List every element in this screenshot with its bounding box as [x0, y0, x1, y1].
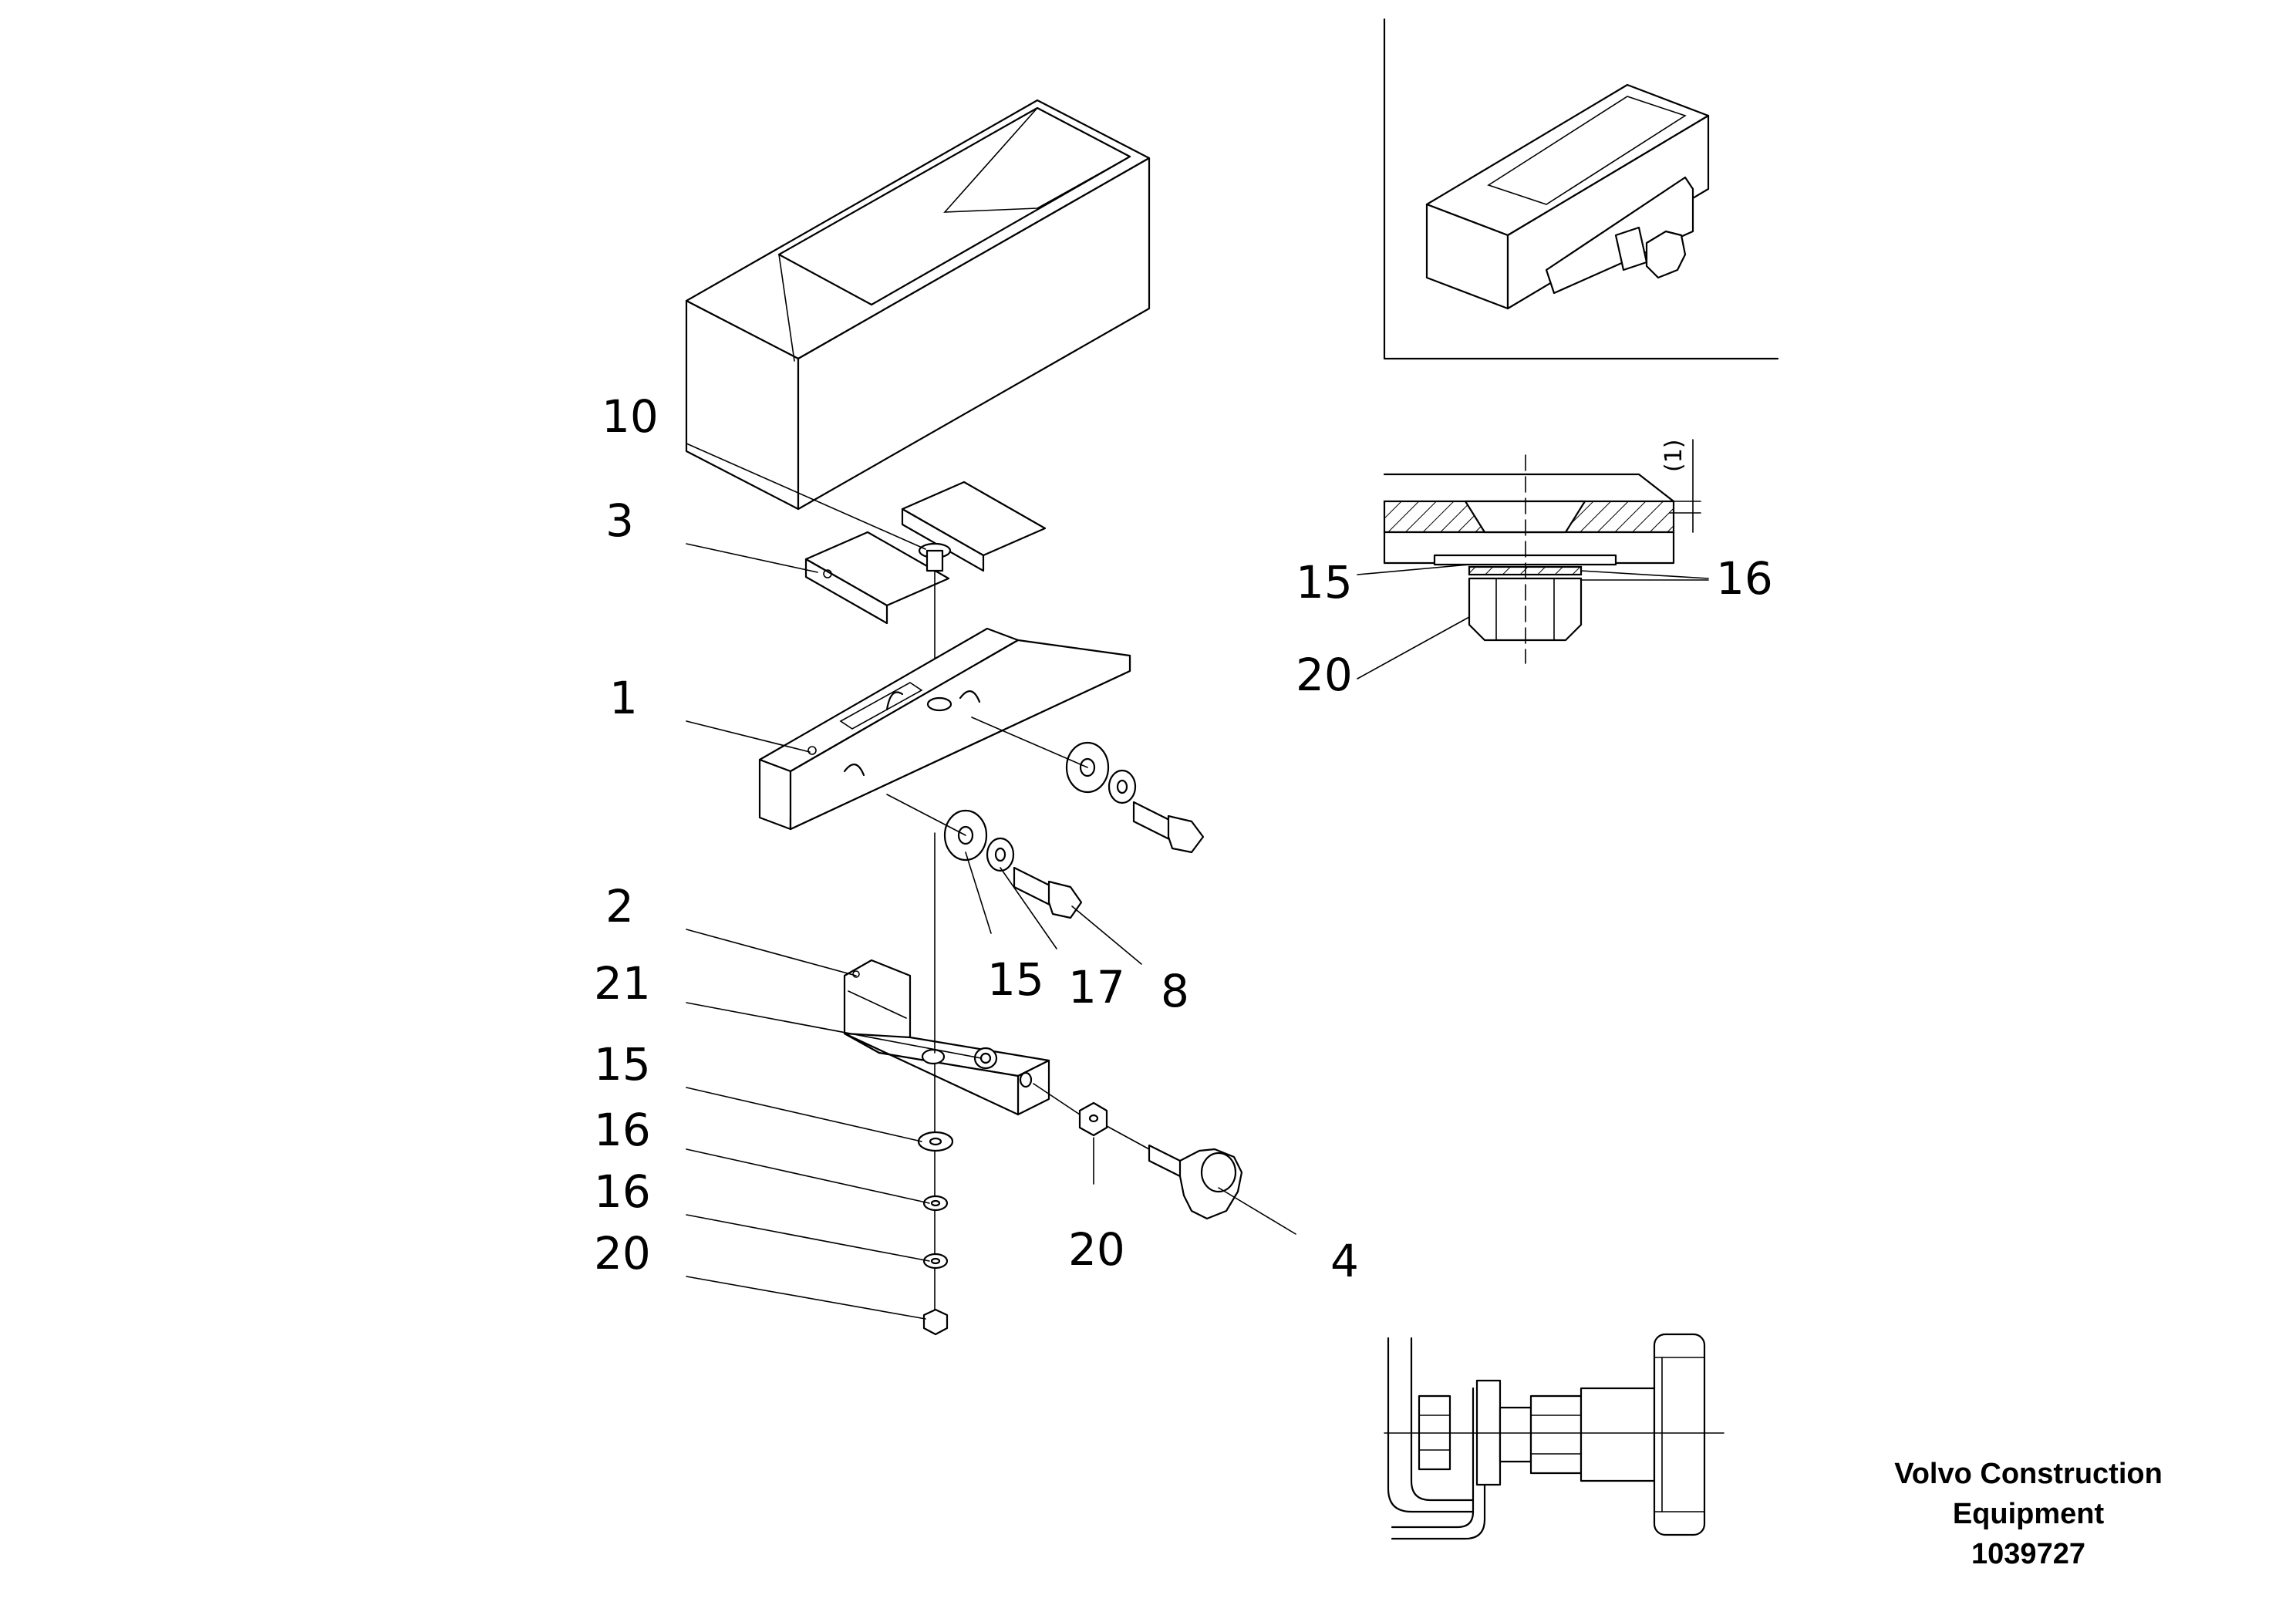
nut-20-lower: [922, 1308, 949, 1336]
inset-assembled-view: [1383, 18, 1779, 360]
callout-20-left: 20: [594, 1227, 651, 1280]
callout-17: 17: [1068, 961, 1125, 1013]
washer-15-lower: [917, 1131, 954, 1152]
nut-20-knob: [1078, 1101, 1108, 1137]
drawing-number: 1039727: [1971, 1538, 2085, 1570]
callout-8: 8: [1161, 965, 1189, 1017]
bolt-upper: [1132, 801, 1205, 854]
knob-side-view: [1384, 1333, 1725, 1540]
section-view: (1): [1357, 439, 1709, 679]
knob-part-4: [1148, 1144, 1243, 1220]
leader-lines: [686, 443, 1296, 1320]
callout-2: 2: [605, 880, 634, 932]
callout-20-mid: 20: [1068, 1223, 1125, 1276]
washer-upper-b: [1108, 769, 1137, 804]
callout-3: 3: [605, 494, 634, 547]
washer-16-lower-b: [922, 1253, 949, 1270]
callout-10: 10: [602, 390, 659, 443]
publisher-credit: Volvo Construction Equipment 1039727: [1836, 1454, 2221, 1574]
screw-part-10: [918, 542, 952, 572]
dimension-label: (1): [1660, 440, 1687, 473]
callout-16-left-a: 16: [594, 1104, 651, 1156]
rubber-pad-upper: [901, 481, 1047, 572]
callout-4: 4: [1330, 1235, 1359, 1287]
callout-1: 1: [609, 672, 638, 724]
plate-part-3: [804, 531, 950, 625]
callout-15-section: 15: [1296, 556, 1353, 609]
credit-line-1: Volvo Construction: [1894, 1458, 2163, 1490]
callout-20-section: 20: [1296, 649, 1353, 701]
washer-17-center: [986, 837, 1015, 872]
washer-15-center: [943, 809, 988, 862]
callout-15-left: 15: [594, 1038, 651, 1091]
bolt-8-center: [1013, 866, 1083, 919]
callout-15-mid: 15: [987, 953, 1044, 1006]
credit-line-2: Equipment: [1952, 1498, 2105, 1530]
bracket-part-1: [758, 627, 1131, 831]
bracket-part-2: [843, 959, 1050, 1116]
callout-21: 21: [594, 957, 651, 1010]
washer-16-lower-a: [922, 1195, 949, 1212]
callout-16-left-b: 16: [594, 1165, 651, 1218]
battery-box: [685, 99, 1151, 511]
callout-16-section: 16: [1716, 552, 1773, 605]
